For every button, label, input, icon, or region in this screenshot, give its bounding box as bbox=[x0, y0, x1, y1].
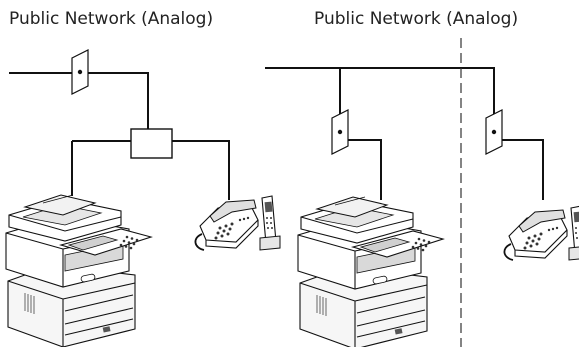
left-line-to-phone bbox=[172, 140, 230, 200]
left-network-label: Public Network (Analog) bbox=[9, 9, 214, 29]
right-line-to-phone bbox=[494, 139, 544, 200]
right-incoming-line bbox=[265, 67, 495, 118]
left-incoming-line bbox=[9, 72, 149, 129]
right-wiring bbox=[265, 67, 544, 200]
left-wall-jack-icon bbox=[71, 49, 89, 95]
left-multifunction-printer-icon bbox=[5, 194, 152, 347]
right-telephone-icon bbox=[503, 205, 579, 261]
right-line-to-mfp bbox=[340, 139, 382, 200]
right-wall-jack-second-icon bbox=[485, 109, 503, 155]
left-telephone-icon bbox=[194, 195, 281, 251]
left-wiring bbox=[9, 72, 230, 200]
splitter-box-icon bbox=[130, 128, 173, 159]
right-multifunction-printer-icon bbox=[297, 196, 444, 347]
right-network-label: Public Network (Analog) bbox=[314, 9, 519, 29]
right-wall-jack-icon bbox=[331, 109, 349, 155]
